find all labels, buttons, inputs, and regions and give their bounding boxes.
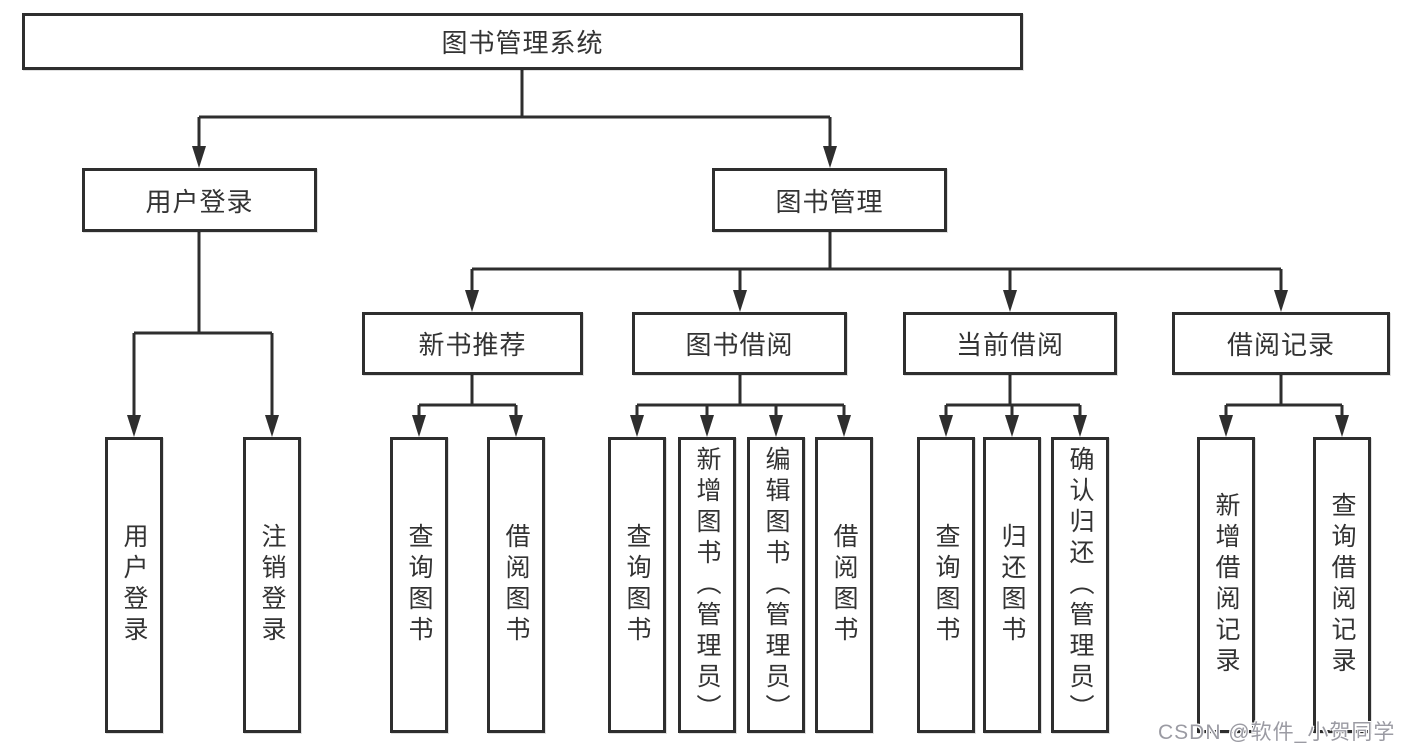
node-book-management: 图书管理 [712,168,947,232]
leaf-query-books-rec: 查询图书 [390,437,448,733]
node-borrowing-records: 借阅记录 [1172,312,1390,375]
leaf-logout: 注销登录 [243,437,301,733]
node-current-borrowing: 当前借阅 [903,312,1117,375]
arrowheads [127,146,1349,437]
leaf-confirm-return-admin: 确认归还（管理员） [1051,437,1109,733]
node-user-login: 用户登录 [82,168,317,232]
leaf-return-books: 归还图书 [983,437,1041,733]
csdn-watermark: CSDN @软件_小贺同学 [1158,721,1396,744]
leaf-query-borrow-record: 查询借阅记录 [1313,437,1371,733]
leaf-query-books-current: 查询图书 [917,437,975,733]
leaf-borrow-books-rec: 借阅图书 [487,437,545,733]
node-library-management-system: 图书管理系统 [22,13,1023,70]
leaf-borrow-books: 借阅图书 [815,437,873,733]
leaf-add-books-admin: 新增图书（管理员） [678,437,736,733]
node-new-book-recommend: 新书推荐 [362,312,583,375]
node-book-borrowing: 图书借阅 [632,312,847,375]
leaf-user-login: 用户登录 [105,437,163,733]
leaf-edit-books-admin: 编辑图书（管理员） [747,437,805,733]
leaf-add-borrow-record: 新增借阅记录 [1197,437,1255,733]
connector-paths [132,70,1344,419]
leaf-query-books-borrow: 查询图书 [608,437,666,733]
